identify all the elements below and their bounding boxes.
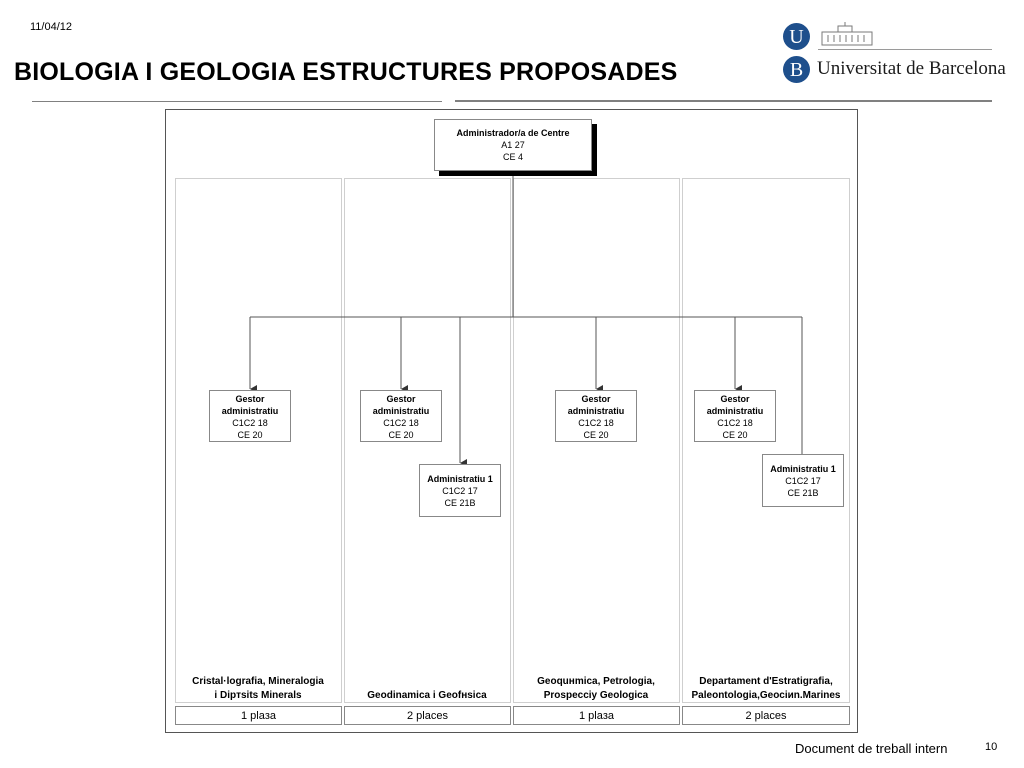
university-badge-u: U xyxy=(783,23,810,50)
node-group: C1C2 18 xyxy=(578,418,614,428)
department-label-line xyxy=(347,675,507,689)
page-title: BIOLOGIA I GEOLOGIA ESTRUCTURES PROPOSAD… xyxy=(14,58,678,86)
logo-divider xyxy=(818,49,992,50)
node-group: C1C2 18 xyxy=(383,418,419,428)
node-title: administratiu xyxy=(706,406,764,416)
department-label: Geoquнmica, Petrologia, Prospecciу Geolo… xyxy=(516,675,676,703)
node-ce: CE 20 xyxy=(237,430,263,440)
department-places: 2 places xyxy=(344,706,511,725)
node-title: administratiu xyxy=(567,406,625,416)
node-title: Gestor xyxy=(581,394,611,404)
node-group: C1C2 17 xyxy=(785,476,821,486)
node-group: C1C2 18 xyxy=(232,418,268,428)
department-column xyxy=(175,178,342,703)
node-title: administratiu xyxy=(221,406,279,416)
org-node-administrador-centre: Administrador/a de Centre A1 27 CE 4 xyxy=(434,119,592,171)
page-number: 10 xyxy=(985,741,998,753)
department-label-line: i Dipтsits Minerals xyxy=(214,690,302,701)
node-title: administratiu xyxy=(372,406,430,416)
department-label: Departament d'Estratigrafia, Paleontolog… xyxy=(685,675,847,703)
department-label-line: Geoquнmica, Petrologia, xyxy=(537,676,655,687)
department-label: Cristal·lografia, Mineralogia i Dipтsits… xyxy=(178,675,338,703)
node-group: C1C2 18 xyxy=(717,418,753,428)
node-title: Gestor xyxy=(386,394,416,404)
node-ce: CE 20 xyxy=(583,430,609,440)
footer-note: Document de treball intern xyxy=(795,741,948,756)
department-label-line: Geodinamica i Geofнsica xyxy=(367,690,487,701)
org-node-administratiu: Administratiu 1 C1C2 17 CE 21B xyxy=(762,454,844,507)
node-group: A1 27 xyxy=(501,140,525,150)
university-building-icon xyxy=(821,22,873,46)
department-places: 1 plaзa xyxy=(513,706,680,725)
node-ce: CE 21B xyxy=(444,498,476,508)
header-divider-left xyxy=(32,101,442,102)
node-ce: CE 20 xyxy=(722,430,748,440)
org-node-administratiu: Administratiu 1 C1C2 17 CE 21B xyxy=(419,464,501,517)
org-node-gestor: Gestor administratiu C1C2 18 CE 20 xyxy=(360,390,442,442)
node-title: Administratiu 1 xyxy=(770,464,836,474)
university-name: Universitat de Barcelona xyxy=(817,58,1006,79)
node-group: C1C2 17 xyxy=(442,486,478,496)
node-title: Administratiu 1 xyxy=(427,474,493,484)
node-title: Gestor xyxy=(235,394,265,404)
department-places: 2 places xyxy=(682,706,850,725)
department-places: 1 plaзa xyxy=(175,706,342,725)
node-title: Administrador/a de Centre xyxy=(456,128,570,138)
org-node-gestor: Gestor administratiu C1C2 18 CE 20 xyxy=(694,390,776,442)
university-badge-b: B xyxy=(783,56,810,83)
department-column xyxy=(682,178,850,703)
header-divider-right xyxy=(455,100,992,102)
department-column xyxy=(513,178,680,703)
department-label-line: Paleontologia,Geociиn.Marines xyxy=(691,690,841,701)
department-label-line: Departament d'Estratigrafia, xyxy=(699,676,833,687)
org-chart-frame xyxy=(165,109,858,733)
department-label: Geodinamica i Geofнsica xyxy=(347,675,507,703)
org-node-gestor: Gestor administratiu C1C2 18 CE 20 xyxy=(555,390,637,442)
org-node-gestor: Gestor administratiu C1C2 18 CE 20 xyxy=(209,390,291,442)
department-label-line: Cristal·lografia, Mineralogia xyxy=(192,676,324,687)
node-ce: CE 21B xyxy=(787,488,819,498)
node-title: Gestor xyxy=(720,394,750,404)
department-label-line: Prospecciу Geologica xyxy=(543,690,649,701)
date-label: 11/04/12 xyxy=(30,21,73,33)
node-ce: CE 20 xyxy=(388,430,414,440)
department-column xyxy=(344,178,511,703)
node-ce: CE 4 xyxy=(502,152,523,162)
